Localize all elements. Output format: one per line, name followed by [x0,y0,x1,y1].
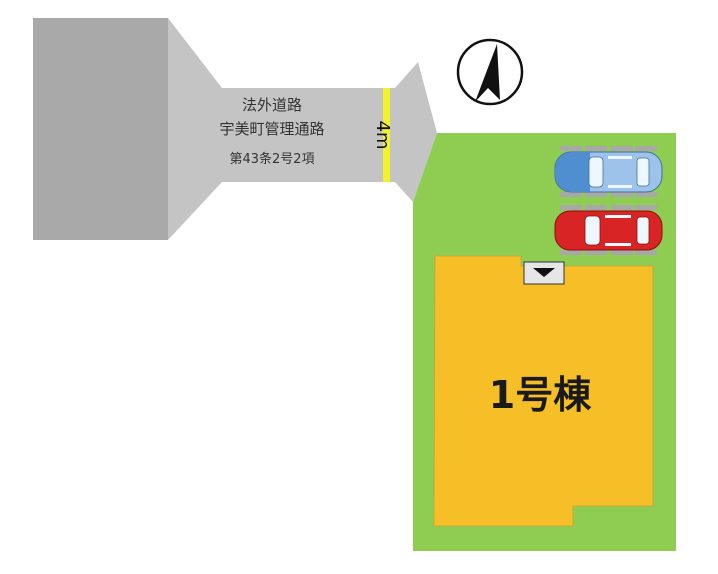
road-width-marker [383,88,390,182]
north-arrow-icon [456,38,524,106]
entrance-marker[interactable] [523,261,565,285]
adjacent-lot [33,18,168,240]
access-road [168,18,437,240]
parking-space-1 [560,146,657,197]
parking-space-2 [560,205,657,255]
building-label: 1号棟 [489,373,592,417]
road-label-1: 法外道路 [242,96,302,114]
road-label-3: 第43条2号2項 [229,151,314,167]
car-blue-icon [554,151,663,193]
triangle-down-icon [533,268,555,277]
building-1 [433,255,654,527]
road-width-label: 4m [372,121,393,150]
car-red-icon [554,210,663,251]
road-label-2: 宇美町管理通路 [219,120,324,138]
